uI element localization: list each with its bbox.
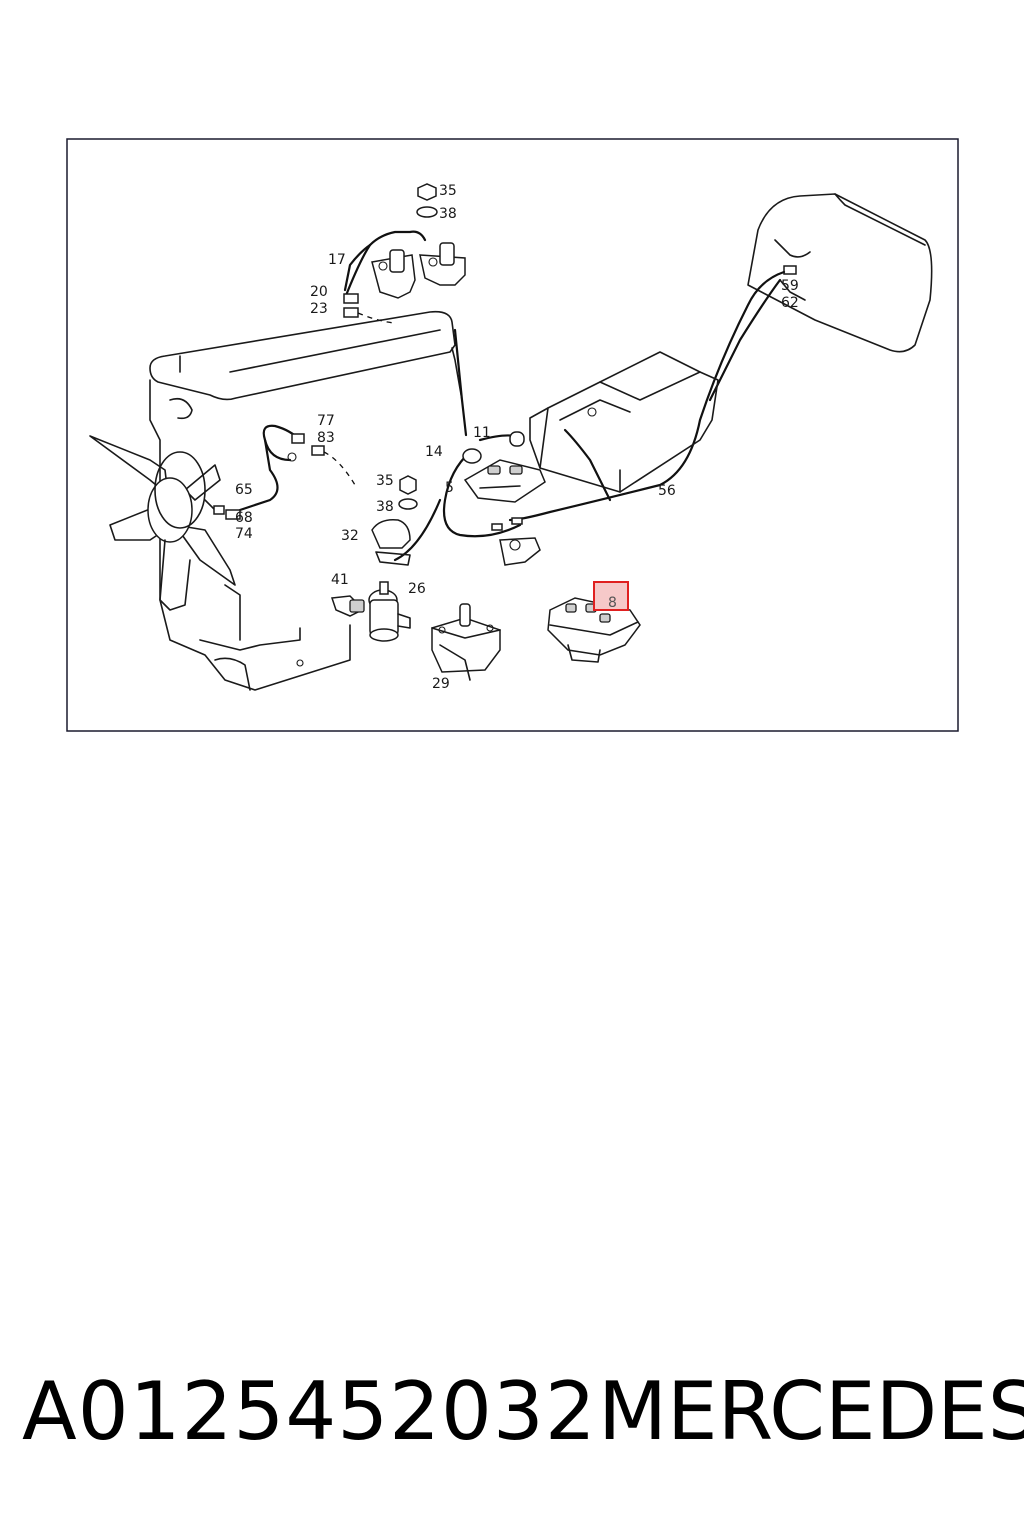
sensor-pair-17: [343, 230, 466, 300]
highlight-box-8: [593, 581, 629, 611]
callout-38-mid: 38: [376, 499, 394, 515]
washer-38-mid: [398, 498, 418, 510]
engine-block: [149, 310, 463, 691]
callout-32: 32: [341, 528, 359, 544]
nut-35-top: [417, 183, 437, 201]
callout-5: 5: [445, 480, 454, 496]
sensor-bracket: [491, 517, 541, 566]
brand-name: MERCEDES: [598, 1365, 1024, 1458]
connector-20: [343, 293, 359, 304]
part-number: A0125452032: [22, 1365, 597, 1458]
washer-38-top: [416, 206, 438, 218]
callout-38-top: 38: [439, 206, 457, 222]
nut-35-mid: [399, 475, 417, 495]
callout-20: 20: [310, 284, 328, 300]
callout-41: 41: [331, 572, 349, 588]
callout-17: 17: [328, 252, 346, 268]
callout-8: 8: [608, 595, 617, 611]
callout-11: 11: [473, 425, 491, 441]
module-5: [463, 459, 546, 503]
connector-77: [291, 433, 305, 444]
exploded-parts-diagram: 35 38 17 20 23 59 62 77 83 11 14 5 56 65…: [66, 138, 959, 732]
connector-74: [213, 505, 225, 515]
component-29: [431, 603, 501, 681]
callout-29: 29: [432, 676, 450, 692]
callout-62: 62: [781, 295, 799, 311]
callout-56: 56: [658, 483, 676, 499]
callout-74: 74: [235, 526, 253, 542]
sensor-41: [330, 595, 365, 617]
switch-32: [371, 518, 411, 566]
control-unit-56: [529, 351, 719, 493]
component-59-62: [747, 193, 933, 353]
connector-83: [311, 445, 325, 456]
callout-23: 23: [310, 301, 328, 317]
callout-35-top: 35: [439, 183, 457, 199]
callout-77: 77: [317, 413, 335, 429]
callout-35-mid: 35: [376, 473, 394, 489]
callout-59: 59: [781, 278, 799, 294]
grommet-11: [462, 448, 482, 464]
callout-26: 26: [408, 581, 426, 597]
plug-14: [509, 431, 525, 447]
coil-26: [368, 581, 411, 642]
connector-68: [225, 509, 241, 520]
callout-65: 65: [235, 482, 253, 498]
callout-83: 83: [317, 430, 335, 446]
callout-14: 14: [425, 444, 443, 460]
callout-68: 68: [235, 510, 253, 526]
connector-23: [343, 307, 359, 318]
fan: [89, 435, 236, 611]
